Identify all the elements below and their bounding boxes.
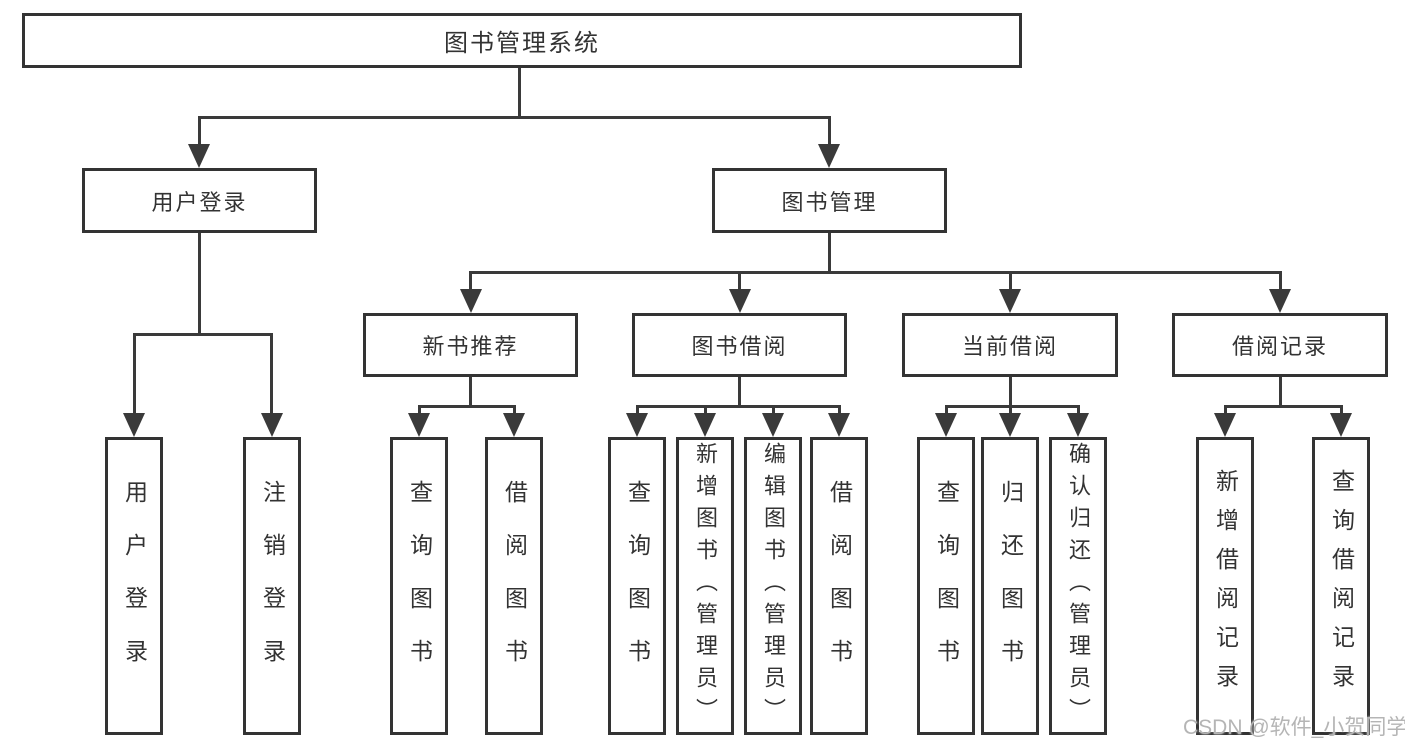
leaf-borrow-books-borrow-label: 借阅图书	[826, 480, 853, 692]
arrowhead	[460, 289, 482, 313]
connector-line	[513, 405, 516, 415]
watermark-text: CSDN @软件_小贺同学	[1183, 716, 1405, 739]
node-user-login: 用户登录	[82, 168, 317, 233]
leaf-query-books-current-label: 查询图书	[933, 480, 960, 692]
leaf-query-books-recommend-label: 查询图书	[406, 480, 433, 692]
node-borrow-record-label: 借阅记录	[1231, 334, 1328, 359]
connector-line	[469, 271, 1282, 274]
node-book-borrow: 图书借阅	[632, 313, 847, 377]
leaf-confirm-return-admin: 确认归还（管理员）	[1049, 437, 1107, 735]
connector-line	[636, 405, 639, 415]
connector-line	[1009, 405, 1012, 415]
node-current-borrow: 当前借阅	[902, 313, 1118, 377]
connector-line	[270, 333, 273, 415]
node-book-management: 图书管理	[712, 168, 947, 233]
arrowhead	[828, 413, 850, 437]
leaf-borrow-books-recommend: 借阅图书	[485, 437, 543, 735]
node-borrow-record: 借阅记录	[1172, 313, 1388, 377]
leaf-borrow-books-recommend-label: 借阅图书	[501, 480, 528, 692]
node-new-book-recommend-label: 新书推荐	[422, 334, 519, 359]
leaf-query-books-current: 查询图书	[917, 437, 975, 735]
node-root: 图书管理系统	[22, 13, 1022, 68]
node-new-book-recommend: 新书推荐	[363, 313, 578, 377]
arrowhead	[503, 413, 525, 437]
connector-line	[418, 405, 421, 415]
connector-line	[1009, 271, 1012, 291]
connector-line	[738, 377, 741, 408]
arrowhead	[1330, 413, 1352, 437]
arrowhead	[694, 413, 716, 437]
connector-line	[133, 333, 273, 336]
arrowhead	[408, 413, 430, 437]
connector-line	[1224, 405, 1343, 408]
arrowhead	[123, 413, 145, 437]
connector-line	[738, 271, 741, 291]
connector-line	[469, 271, 472, 291]
connector-line	[1279, 271, 1282, 291]
arrowhead	[1269, 289, 1291, 313]
connector-line	[198, 116, 201, 146]
leaf-query-books-borrow-label: 查询图书	[624, 480, 651, 692]
arrowhead	[729, 289, 751, 313]
leaf-borrow-books-borrow: 借阅图书	[810, 437, 868, 735]
arrowhead	[999, 289, 1021, 313]
node-current-borrow-label: 当前借阅	[961, 334, 1058, 359]
leaf-user-login: 用户登录	[105, 437, 163, 735]
connector-line	[838, 405, 841, 415]
node-book-borrow-label: 图书借阅	[691, 334, 788, 359]
connector-line	[1340, 405, 1343, 415]
arrowhead	[1067, 413, 1089, 437]
connector-line	[1279, 377, 1282, 408]
arrowhead	[188, 144, 210, 168]
leaf-return-book-label: 归还图书	[997, 480, 1024, 692]
connector-line	[772, 405, 775, 415]
leaf-add-borrow-record: 新增借阅记录	[1196, 437, 1254, 735]
leaf-edit-book-admin: 编辑图书（管理员）	[744, 437, 802, 735]
leaf-confirm-return-admin-label: 确认归还（管理员）	[1066, 442, 1091, 730]
connector-line	[945, 405, 1080, 408]
leaf-logout-label: 注销登录	[259, 480, 286, 692]
leaf-query-books-borrow: 查询图书	[608, 437, 666, 735]
leaf-logout: 注销登录	[243, 437, 301, 735]
arrowhead	[935, 413, 957, 437]
connector-line	[1009, 377, 1012, 408]
arrowhead	[762, 413, 784, 437]
arrowhead	[1214, 413, 1236, 437]
leaf-add-book-admin-label: 新增图书（管理员）	[693, 442, 718, 730]
connector-line	[418, 405, 516, 408]
connector-line	[704, 405, 707, 415]
arrowhead	[261, 413, 283, 437]
arrowhead	[626, 413, 648, 437]
connector-line	[828, 233, 831, 274]
node-user-login-label: 用户登录	[151, 189, 248, 215]
leaf-add-book-admin: 新增图书（管理员）	[676, 437, 734, 735]
connector-line	[828, 116, 831, 146]
connector-line	[133, 333, 136, 415]
leaf-add-borrow-record-label: 新增借阅记录	[1212, 469, 1239, 703]
arrowhead	[818, 144, 840, 168]
leaf-query-borrow-record: 查询借阅记录	[1312, 437, 1370, 735]
connector-line	[469, 377, 472, 408]
connector-line	[945, 405, 948, 415]
connector-line	[1077, 405, 1080, 415]
leaf-user-login-label: 用户登录	[121, 480, 148, 692]
connector-line	[518, 68, 521, 119]
connector-line	[198, 233, 201, 336]
connector-line	[1224, 405, 1227, 415]
arrowhead	[999, 413, 1021, 437]
connector-line	[636, 405, 841, 408]
connector-line	[198, 116, 831, 119]
leaf-edit-book-admin-label: 编辑图书（管理员）	[761, 442, 786, 730]
leaf-query-borrow-record-label: 查询借阅记录	[1328, 469, 1355, 703]
node-root-label: 图书管理系统	[444, 30, 600, 57]
node-book-management-label: 图书管理	[781, 189, 878, 215]
leaf-return-book: 归还图书	[981, 437, 1039, 735]
leaf-query-books-recommend: 查询图书	[390, 437, 448, 735]
